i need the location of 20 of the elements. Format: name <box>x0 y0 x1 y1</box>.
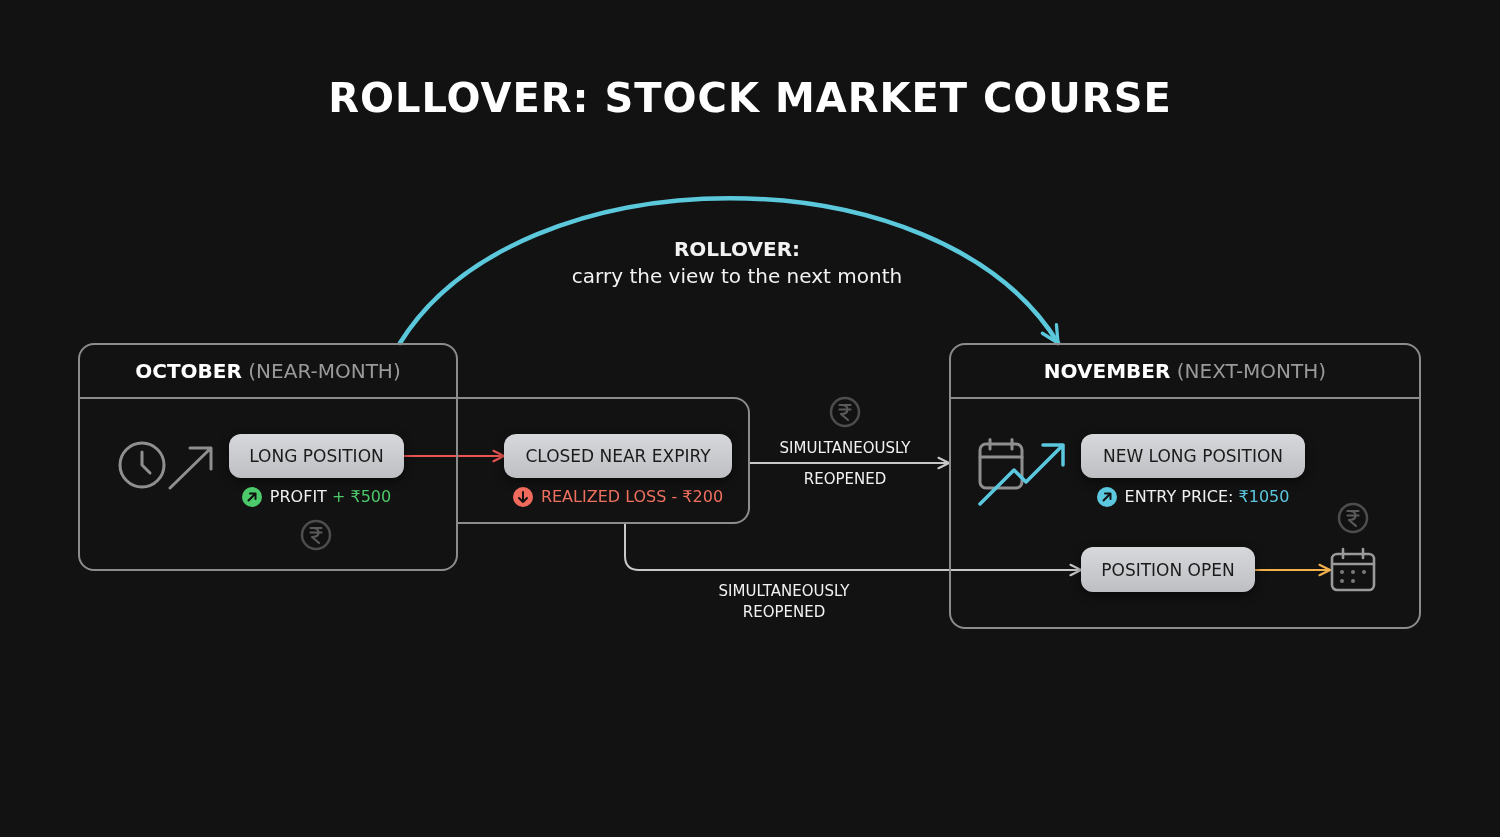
step-pill: CLOSED NEAR EXPIRY <box>504 434 732 478</box>
step-pill: NEW LONG POSITION <box>1081 434 1305 478</box>
panel-heading: OCTOBER (NEAR-MONTH) <box>135 359 401 383</box>
arrow <box>1254 563 1332 577</box>
calendar-icon <box>1330 547 1376 592</box>
month-panel <box>949 343 1421 629</box>
curved-arrow <box>397 196 1061 346</box>
loss-label: REALIZED LOSS - ₹200 <box>540 486 724 508</box>
entry-price-label: ENTRY PRICE: ₹1050 <box>1124 486 1290 508</box>
card-panel <box>457 397 750 524</box>
step-pill: POSITION OPEN <box>1081 547 1255 592</box>
arrow <box>749 456 951 470</box>
month-panel <box>78 343 458 571</box>
step-pill: LONG POSITION <box>229 434 404 478</box>
edge-label: SIMULTANEOUSLY REOPENED <box>778 438 912 490</box>
panel-heading: NOVEMBER (NEXT-MONTH) <box>1043 359 1327 383</box>
profit-label: PROFIT + ₹500 <box>269 486 392 508</box>
arrow <box>403 449 506 463</box>
arrow <box>624 523 1083 577</box>
diagram-title: ROLLOVER: STOCK MARKET COURSE <box>328 75 1172 121</box>
